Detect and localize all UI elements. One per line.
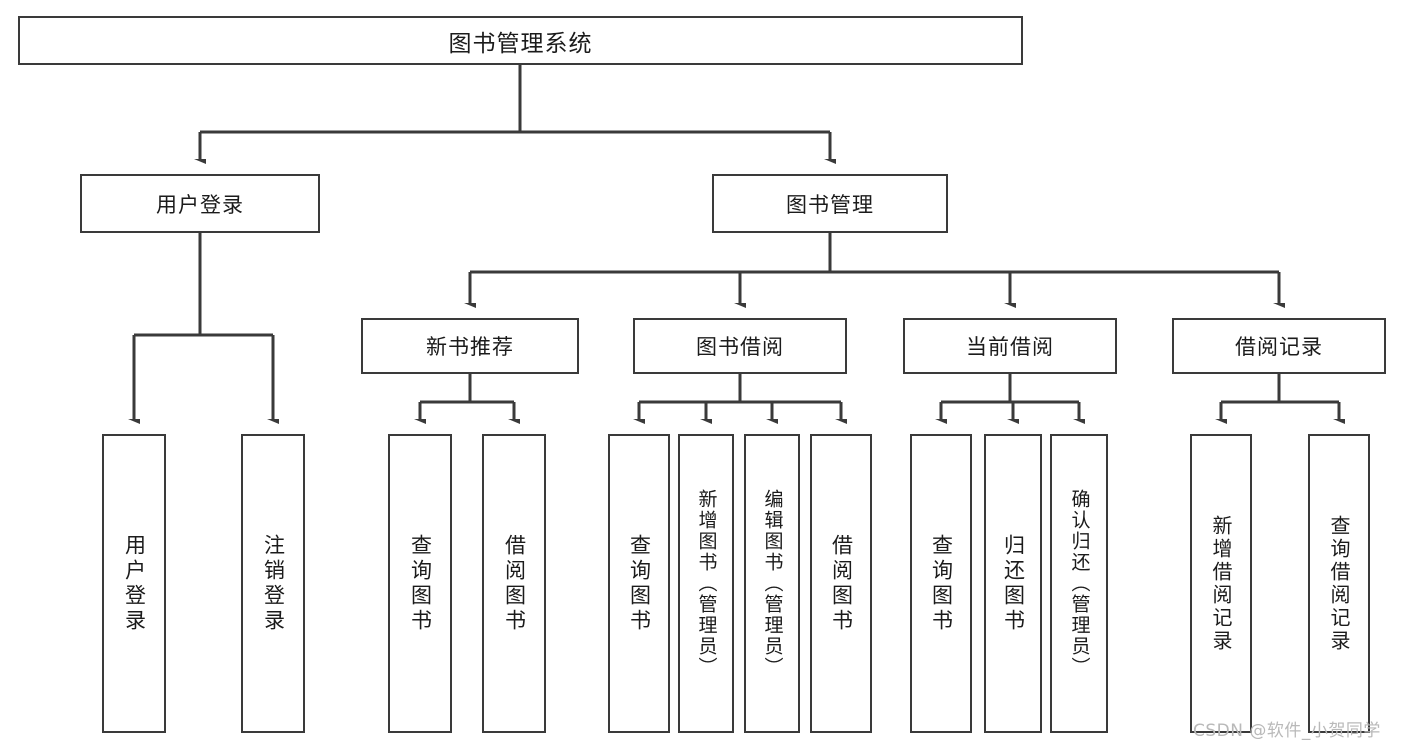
node-leaf-borrow-book-2[interactable]: 借阅图书 [810,434,872,733]
node-user-login-label: 用户登录 [156,192,244,217]
node-leaf-return-book-label: 归还图书 [1001,533,1026,634]
node-leaf-edit-book[interactable]: 编辑图书（管理员） [744,434,800,733]
node-leaf-query-book-1[interactable]: 查询图书 [388,434,452,733]
node-current-borrow[interactable]: 当前借阅 [903,318,1117,374]
node-leaf-query-borrow-record[interactable]: 查询借阅记录 [1308,434,1370,733]
node-leaf-logout[interactable]: 注销登录 [241,434,305,733]
node-book-borrow[interactable]: 图书借阅 [633,318,847,374]
node-leaf-borrow-book-1-label: 借阅图书 [502,533,527,634]
node-leaf-query-book-3[interactable]: 查询图书 [910,434,972,733]
node-leaf-query-book-3-label: 查询图书 [929,533,954,634]
node-leaf-query-borrow-record-label: 查询借阅记录 [1327,514,1351,653]
node-leaf-user-login[interactable]: 用户登录 [102,434,166,733]
node-book-manage-label: 图书管理 [786,192,874,217]
node-book-borrow-label: 图书借阅 [696,335,784,359]
node-leaf-borrow-book-1[interactable]: 借阅图书 [482,434,546,733]
node-book-manage[interactable]: 图书管理 [712,174,948,233]
node-leaf-add-book-label: 新增图书（管理员） [695,489,718,678]
node-leaf-query-book-2-label: 查询图书 [627,533,652,634]
node-leaf-add-book[interactable]: 新增图书（管理员） [678,434,734,733]
node-leaf-borrow-book-2-label: 借阅图书 [829,533,854,634]
node-leaf-logout-label: 注销登录 [261,533,286,634]
node-leaf-confirm-return[interactable]: 确认归还（管理员） [1050,434,1108,733]
node-leaf-confirm-return-label: 确认归还（管理员） [1068,489,1091,678]
node-borrow-record[interactable]: 借阅记录 [1172,318,1386,374]
node-leaf-add-borrow-record[interactable]: 新增借阅记录 [1190,434,1252,733]
node-current-borrow-label: 当前借阅 [966,335,1054,359]
node-borrow-record-label: 借阅记录 [1235,335,1323,359]
node-leaf-return-book[interactable]: 归还图书 [984,434,1042,733]
node-leaf-edit-book-label: 编辑图书（管理员） [761,489,784,678]
node-new-book-recommend[interactable]: 新书推荐 [361,318,579,374]
node-leaf-add-borrow-record-label: 新增借阅记录 [1209,514,1233,653]
node-leaf-query-book-2[interactable]: 查询图书 [608,434,670,733]
node-user-login[interactable]: 用户登录 [80,174,320,233]
node-leaf-user-login-label: 用户登录 [122,533,147,634]
node-leaf-query-book-1-label: 查询图书 [408,533,433,634]
node-new-book-recommend-label: 新书推荐 [426,335,514,359]
watermark: CSDN @软件_小贺同学 [1193,721,1381,741]
node-root-label: 图书管理系统 [448,30,593,57]
node-root[interactable]: 图书管理系统 [18,16,1023,65]
